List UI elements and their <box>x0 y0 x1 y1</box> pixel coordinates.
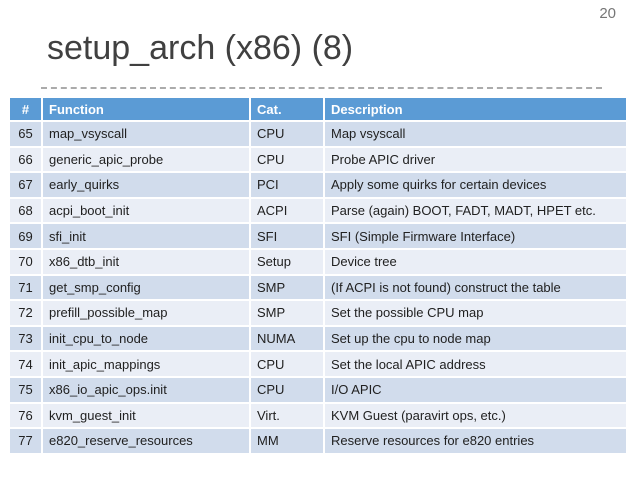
cell-category: Setup <box>251 249 323 274</box>
cell-function: get_smp_config <box>43 275 249 300</box>
cell-number: 66 <box>10 147 41 172</box>
cell-number: 73 <box>10 326 41 351</box>
cell-category: SMP <box>251 275 323 300</box>
cell-description: KVM Guest (paravirt ops, etc.) <box>325 403 626 428</box>
cell-function: kvm_guest_init <box>43 403 249 428</box>
cell-function: x86_io_apic_ops.init <box>43 377 249 402</box>
table-row: 71 get_smp_config SMP (If ACPI is not fo… <box>10 275 626 300</box>
table-row: 76 kvm_guest_init Virt. KVM Guest (parav… <box>10 403 626 428</box>
cell-description: Set the local APIC address <box>325 352 626 376</box>
cell-description: Map vsyscall <box>325 122 626 146</box>
table-row: 69 sfi_init SFI SFI (Simple Firmware Int… <box>10 224 626 248</box>
cell-number: 72 <box>10 301 41 325</box>
table-row: 75 x86_io_apic_ops.init CPU I/O APIC <box>10 377 626 402</box>
table-row: 67 early_quirks PCI Apply some quirks fo… <box>10 173 626 197</box>
cell-description: Probe APIC driver <box>325 147 626 172</box>
cell-number: 67 <box>10 173 41 197</box>
column-header-number: # <box>10 98 41 120</box>
cell-category: CPU <box>251 122 323 146</box>
cell-number: 68 <box>10 198 41 223</box>
cell-function: sfi_init <box>43 224 249 248</box>
cell-function: acpi_boot_init <box>43 198 249 223</box>
function-table: # Function Cat. Description 65 map_vsysc… <box>10 98 626 453</box>
cell-number: 71 <box>10 275 41 300</box>
page-title: setup_arch (x86) (8) <box>47 29 354 67</box>
cell-category: CPU <box>251 147 323 172</box>
cell-number: 75 <box>10 377 41 402</box>
table-row: 68 acpi_boot_init ACPI Parse (again) BOO… <box>10 198 626 223</box>
table-row: 77 e820_reserve_resources MM Reserve res… <box>10 429 626 453</box>
cell-category: MM <box>251 429 323 453</box>
cell-function: prefill_possible_map <box>43 301 249 325</box>
cell-description: I/O APIC <box>325 377 626 402</box>
title-divider <box>41 87 602 89</box>
cell-description: SFI (Simple Firmware Interface) <box>325 224 626 248</box>
cell-number: 74 <box>10 352 41 376</box>
cell-description: (If ACPI is not found) construct the tab… <box>325 275 626 300</box>
cell-category: ACPI <box>251 198 323 223</box>
cell-number: 69 <box>10 224 41 248</box>
page-number: 20 <box>599 5 616 22</box>
cell-category: SMP <box>251 301 323 325</box>
cell-description: Apply some quirks for certain devices <box>325 173 626 197</box>
cell-function: early_quirks <box>43 173 249 197</box>
cell-function: map_vsyscall <box>43 122 249 146</box>
table-row: 74 init_apic_mappings CPU Set the local … <box>10 352 626 376</box>
table-row: 70 x86_dtb_init Setup Device tree <box>10 249 626 274</box>
table-row: 72 prefill_possible_map SMP Set the poss… <box>10 301 626 325</box>
cell-function: init_apic_mappings <box>43 352 249 376</box>
column-header-function: Function <box>43 98 249 120</box>
table-row: 66 generic_apic_probe CPU Probe APIC dri… <box>10 147 626 172</box>
cell-number: 65 <box>10 122 41 146</box>
cell-number: 70 <box>10 249 41 274</box>
cell-description: Device tree <box>325 249 626 274</box>
cell-category: Virt. <box>251 403 323 428</box>
cell-function: e820_reserve_resources <box>43 429 249 453</box>
cell-category: SFI <box>251 224 323 248</box>
table-row: 65 map_vsyscall CPU Map vsyscall <box>10 122 626 146</box>
cell-number: 76 <box>10 403 41 428</box>
cell-function: init_cpu_to_node <box>43 326 249 351</box>
cell-category: CPU <box>251 352 323 376</box>
cell-category: CPU <box>251 377 323 402</box>
column-header-category: Cat. <box>251 98 323 120</box>
cell-description: Reserve resources for e820 entries <box>325 429 626 453</box>
cell-category: NUMA <box>251 326 323 351</box>
cell-function: generic_apic_probe <box>43 147 249 172</box>
table-row: 73 init_cpu_to_node NUMA Set up the cpu … <box>10 326 626 351</box>
table-header-row: # Function Cat. Description <box>10 98 626 120</box>
cell-description: Set the possible CPU map <box>325 301 626 325</box>
cell-function: x86_dtb_init <box>43 249 249 274</box>
cell-description: Parse (again) BOOT, FADT, MADT, HPET etc… <box>325 198 626 223</box>
cell-category: PCI <box>251 173 323 197</box>
column-header-description: Description <box>325 98 626 120</box>
cell-number: 77 <box>10 429 41 453</box>
cell-description: Set up the cpu to node map <box>325 326 626 351</box>
